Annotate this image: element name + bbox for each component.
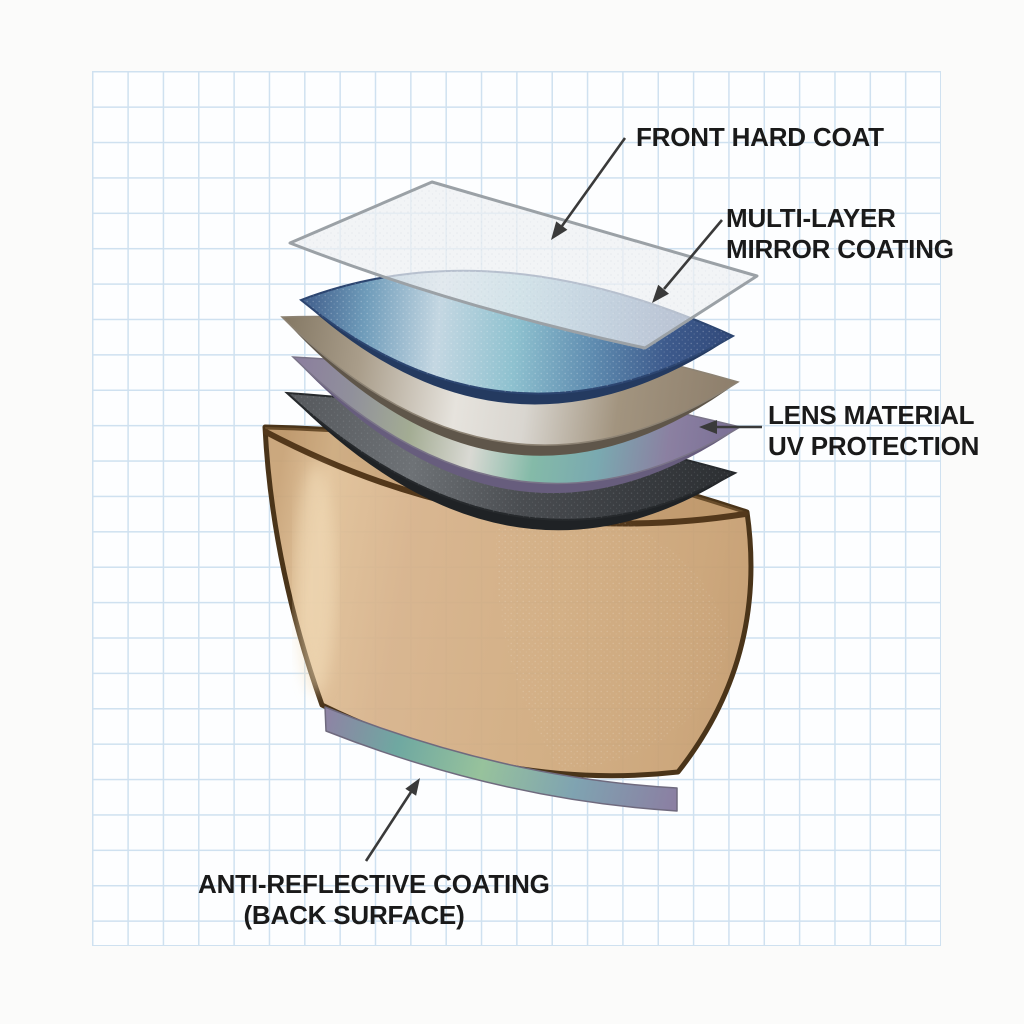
lens-material-arrow (699, 420, 762, 434)
lens-speckle-texture (496, 480, 730, 770)
label-front-hard-coat: FRONT HARD COAT (636, 122, 884, 153)
label-anti-reflective-line1: ANTI-REFLECTIVE COATING (198, 869, 550, 899)
anti-reflective-arrow (364, 778, 420, 862)
mirror-coating-arrow (652, 219, 723, 303)
annotation-arrows (364, 137, 762, 862)
lens-left-sheen (296, 465, 336, 695)
front-hard-coat-arrow (551, 137, 627, 240)
label-anti-reflective-line2: (BACK SURFACE) (243, 900, 465, 930)
label-anti-reflective-coating: ANTI-REFLECTIVE COATING (BACK SURFACE) (198, 869, 550, 931)
label-lens-material-line2: UV PROTECTION (768, 431, 980, 461)
front-hard-coat-sheet (288, 180, 759, 350)
label-multi-layer-line2: MIRROR COATING (726, 234, 954, 264)
label-lens-material-uv-protection: LENS MATERIAL UV PROTECTION (768, 400, 980, 462)
label-front-hard-coat-text: FRONT HARD COAT (636, 122, 884, 152)
label-lens-material-line1: LENS MATERIAL (768, 400, 975, 430)
label-multi-layer-mirror-coating: MULTI-LAYER MIRROR COATING (726, 203, 954, 265)
front-hard-coat-texture (290, 182, 757, 348)
label-multi-layer-line1: MULTI-LAYER (726, 203, 896, 233)
anti-reflective-strip (324, 706, 678, 812)
